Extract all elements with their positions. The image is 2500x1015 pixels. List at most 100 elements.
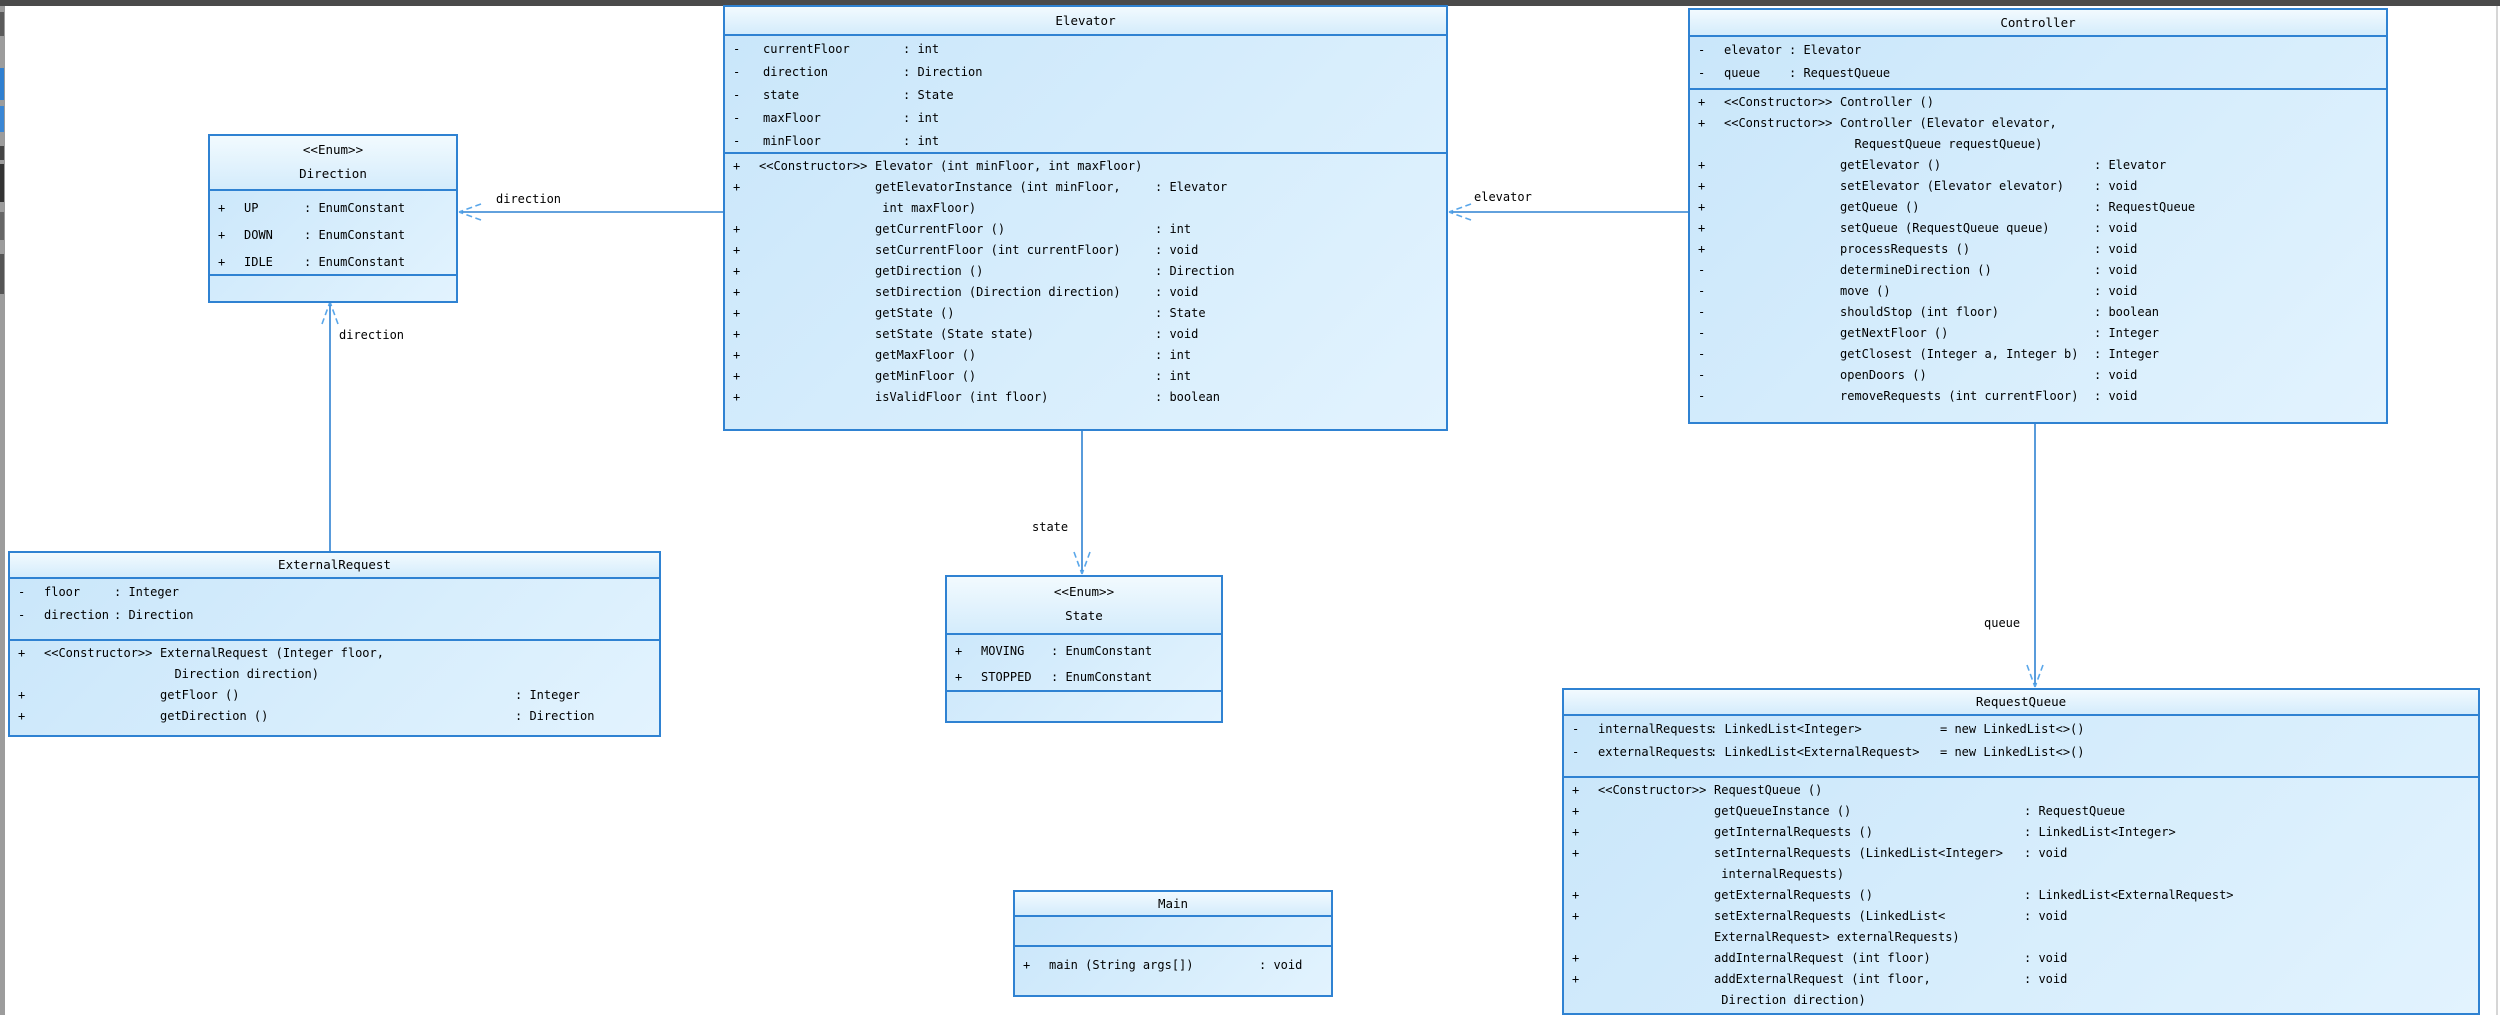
attribute-row[interactable]: + IDLE : EnumConstant (210, 247, 456, 274)
method-row[interactable]: + getDirection () : Direction (10, 706, 659, 727)
class-title[interactable]: RequestQueue (1564, 690, 2478, 714)
operations-compartment[interactable] (947, 690, 1221, 721)
association-label-state[interactable]: state (1032, 520, 1069, 534)
attributes-compartment[interactable]: + MOVING : EnumConstant + STOPPED : Enum… (947, 633, 1221, 690)
method-row[interactable]: + setState (State state) : void (725, 324, 1446, 345)
class-box-main[interactable]: Main + main (String args[]) : void (1013, 890, 1333, 997)
method-row[interactable]: + setDirection (Direction direction) : v… (725, 282, 1446, 303)
operations-compartment[interactable]: + <<Constructor>> Elevator (int minFloor… (725, 152, 1446, 429)
method-row[interactable]: - openDoors () : void (1690, 365, 2386, 386)
association-elevator-state[interactable] (1073, 431, 1091, 575)
method-row[interactable]: - determineDirection () : void (1690, 260, 2386, 281)
attributes-compartment[interactable]: - internalRequests : LinkedList<Integer>… (1564, 714, 2478, 776)
class-title[interactable]: Elevator (725, 7, 1446, 34)
class-title[interactable]: Controller (1690, 10, 2386, 35)
method-row[interactable]: + <<Constructor>> Controller (Elevator e… (1690, 113, 2386, 155)
method-row[interactable]: + setElevator (Elevator elevator) : void (1690, 176, 2386, 197)
method-row[interactable]: + getQueue () : RequestQueue (1690, 197, 2386, 218)
association-externalrequest-direction[interactable] (321, 301, 339, 551)
method-row[interactable]: - move () : void (1690, 281, 2386, 302)
attribute-row[interactable]: - direction : Direction (10, 604, 659, 627)
attribute-row[interactable]: - elevator : Elevator (1690, 39, 2386, 62)
visibility-symbol: - (1698, 305, 1706, 319)
method-row[interactable]: - getNextFloor () : Integer (1690, 323, 2386, 344)
attribute-row[interactable]: + STOPPED : EnumConstant (947, 663, 1221, 689)
attributes-compartment[interactable] (1015, 915, 1331, 945)
class-box-elevator[interactable]: Elevator - currentFloor : int - directio… (723, 5, 1448, 431)
attributes-compartment[interactable]: + UP : EnumConstant + DOWN : EnumConstan… (210, 189, 456, 274)
method-row[interactable]: - shouldStop (int floor) : boolean (1690, 302, 2386, 323)
association-label-direction[interactable]: direction (496, 192, 562, 206)
association-controller-requestqueue[interactable] (2026, 424, 2044, 688)
method-row[interactable]: - getClosest (Integer a, Integer b) : In… (1690, 344, 2386, 365)
class-title[interactable]: State (1065, 608, 1103, 623)
method-row[interactable]: + main (String args[]) : void (1015, 955, 1331, 976)
operations-compartment[interactable] (210, 274, 456, 301)
class-title-area[interactable]: <<Enum>> Direction (210, 136, 456, 189)
class-box-externalrequest[interactable]: ExternalRequest - floor : Integer - dire… (8, 551, 661, 737)
association-controller-elevator[interactable] (1448, 203, 1688, 221)
method-row[interactable]: + getMaxFloor () : int (725, 345, 1446, 366)
attribute-row[interactable]: - externalRequests : LinkedList<External… (1564, 741, 2478, 764)
method-row[interactable]: + setInternalRequests (LinkedList<Intege… (1564, 843, 2478, 885)
operations-compartment[interactable]: + <<Constructor>> ExternalRequest (Integ… (10, 639, 659, 735)
class-box-controller[interactable]: Controller - elevator : Elevator - queue… (1688, 8, 2388, 424)
attribute-row[interactable]: + MOVING : EnumConstant (947, 637, 1221, 663)
operations-compartment[interactable]: + main (String args[]) : void (1015, 945, 1331, 995)
attribute-row[interactable]: - state : State (725, 84, 1446, 107)
visibility-symbol: + (955, 670, 963, 684)
method-row[interactable]: + <<Constructor>> Elevator (int minFloor… (725, 156, 1446, 177)
method-stereotype: <<Constructor>> (759, 159, 868, 173)
attribute-row[interactable]: - internalRequests : LinkedList<Integer>… (1564, 718, 2478, 741)
class-box-direction[interactable]: <<Enum>> Direction + UP : EnumConstant +… (208, 134, 458, 303)
attribute-row[interactable]: + UP : EnumConstant (210, 193, 456, 220)
attributes-compartment[interactable]: - currentFloor : int - direction : Direc… (725, 34, 1446, 152)
attribute-row[interactable]: + DOWN : EnumConstant (210, 220, 456, 247)
method-row[interactable]: + setQueue (RequestQueue queue) : void (1690, 218, 2386, 239)
visibility-symbol: + (1572, 846, 1580, 860)
method-row[interactable]: + getCurrentFloor () : int (725, 219, 1446, 240)
attribute-row[interactable]: - minFloor : int (725, 130, 1446, 152)
method-row[interactable]: + isValidFloor (int floor) : boolean (725, 387, 1446, 408)
association-elevator-direction[interactable] (458, 203, 723, 221)
method-row[interactable]: + setCurrentFloor (int currentFloor) : v… (725, 240, 1446, 261)
attribute-row[interactable]: - direction : Direction (725, 61, 1446, 84)
method-row[interactable]: + getInternalRequests () : LinkedList<In… (1564, 822, 2478, 843)
method-row[interactable]: + addInternalRequest (int floor) : void (1564, 948, 2478, 969)
method-row[interactable]: + <<Constructor>> RequestQueue () (1564, 780, 2478, 801)
association-label-elevator[interactable]: elevator (1474, 190, 1532, 204)
method-row[interactable]: + addExternalRequest (int floor, Directi… (1564, 969, 2478, 1011)
operations-compartment[interactable]: + <<Constructor>> Controller () + <<Cons… (1690, 88, 2386, 422)
class-title[interactable]: Main (1015, 892, 1331, 915)
class-box-state[interactable]: <<Enum>> State + MOVING : EnumConstant +… (945, 575, 1223, 723)
class-box-requestqueue[interactable]: RequestQueue - internalRequests : Linked… (1562, 688, 2480, 1015)
method-row[interactable]: + getExternalRequests () : LinkedList<Ex… (1564, 885, 2478, 906)
attributes-compartment[interactable]: - floor : Integer - direction : Directio… (10, 577, 659, 639)
association-label-queue[interactable]: queue (1984, 616, 2021, 630)
method-row[interactable]: + getDirection () : Direction (725, 261, 1446, 282)
method-row[interactable]: - removeRequests (int currentFloor) : vo… (1690, 386, 2386, 407)
attributes-compartment[interactable]: - elevator : Elevator - queue : RequestQ… (1690, 35, 2386, 88)
method-return-type: : boolean (1155, 390, 1221, 404)
method-row[interactable]: + getElevator () : Elevator (1690, 155, 2386, 176)
method-row[interactable]: + setExternalRequests (LinkedList< Exter… (1564, 906, 2478, 948)
attribute-row[interactable]: - maxFloor : int (725, 107, 1446, 130)
class-title[interactable]: ExternalRequest (10, 553, 659, 577)
method-row[interactable]: + <<Constructor>> Controller () (1690, 92, 2386, 113)
operations-compartment[interactable]: + <<Constructor>> RequestQueue () + getQ… (1564, 776, 2478, 1013)
method-row[interactable]: + <<Constructor>> ExternalRequest (Integ… (10, 643, 659, 685)
method-return-type: : int (1155, 222, 1192, 236)
method-row[interactable]: + getFloor () : Integer (10, 685, 659, 706)
attribute-row[interactable]: - queue : RequestQueue (1690, 62, 2386, 85)
association-label-direction-2[interactable]: direction (339, 328, 405, 342)
method-row[interactable]: + processRequests () : void (1690, 239, 2386, 260)
class-title-area[interactable]: <<Enum>> State (947, 577, 1221, 633)
attribute-row[interactable]: - floor : Integer (10, 581, 659, 604)
method-row[interactable]: + getState () : State (725, 303, 1446, 324)
attribute-row[interactable]: - currentFloor : int (725, 38, 1446, 61)
method-row[interactable]: + getElevatorInstance (int minFloor, int… (725, 177, 1446, 219)
method-row[interactable]: + getMinFloor () : int (725, 366, 1446, 387)
method-row[interactable]: + getQueueInstance () : RequestQueue (1564, 801, 2478, 822)
class-title[interactable]: Direction (299, 166, 367, 181)
